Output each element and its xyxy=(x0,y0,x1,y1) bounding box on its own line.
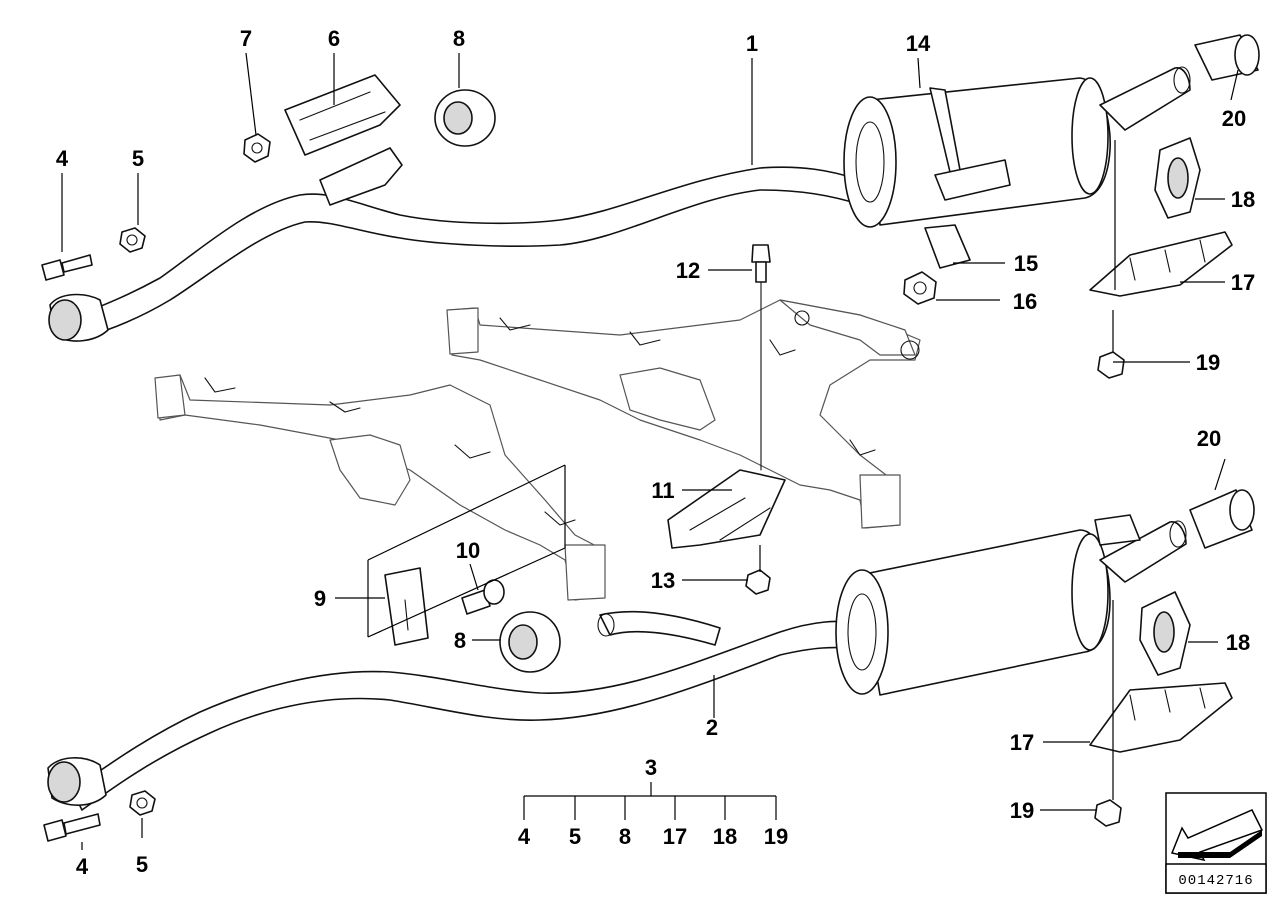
rear-axle-carrier-right xyxy=(446,299,921,529)
callout-8-set: 8 xyxy=(619,824,631,849)
callout-8-upper: 8 xyxy=(453,26,465,51)
bolt-upper xyxy=(41,254,93,281)
callout-20-lower: 20 xyxy=(1197,426,1221,451)
callout-20-upper: 20 xyxy=(1222,106,1246,131)
nut-lower xyxy=(129,790,156,816)
callout-5-lower: 5 xyxy=(136,852,148,877)
callout-10: 10 xyxy=(456,538,480,563)
rubber-ring-lower xyxy=(1139,591,1191,676)
nut-19-upper xyxy=(1097,351,1125,379)
rubber-mount-lower xyxy=(499,611,561,673)
rear-silencer-assembly-upper xyxy=(48,66,1191,342)
callout-2: 2 xyxy=(706,715,718,740)
support-plate xyxy=(384,567,429,646)
callout-17-lower: 17 xyxy=(1010,730,1034,755)
nut-19-lower xyxy=(1094,799,1122,827)
tail-sleeve-lower xyxy=(1189,489,1255,549)
callout-1: 1 xyxy=(746,31,758,56)
rear-axle-carrier-left xyxy=(154,374,606,601)
callout-19-set: 19 xyxy=(764,824,788,849)
callout-14: 14 xyxy=(906,31,931,56)
callout-17-upper: 17 xyxy=(1231,270,1255,295)
callout-7: 7 xyxy=(240,26,252,51)
callout-6: 6 xyxy=(328,26,340,51)
callout-18-set: 18 xyxy=(713,824,737,849)
callout-5-set: 5 xyxy=(569,824,581,849)
callout-19-upper: 19 xyxy=(1196,350,1220,375)
rubber-ring-upper xyxy=(1154,137,1201,219)
direction-arrow-icon xyxy=(1170,809,1264,862)
callout-5-upper: 5 xyxy=(132,146,144,171)
mount-bracket xyxy=(667,469,786,549)
bolt-10 xyxy=(461,579,505,615)
callout-labels: 7 6 8 1 14 20 4 5 18 12 15 17 16 19 20 1… xyxy=(56,26,1255,879)
hanger-bracket xyxy=(284,74,403,206)
callout-4-upper: 4 xyxy=(56,146,69,171)
callout-16: 16 xyxy=(1013,289,1037,314)
rubber-mount-upper xyxy=(434,89,496,147)
heat-shield-upper xyxy=(1089,231,1233,297)
catalog-number: 00142716 xyxy=(1178,873,1253,889)
callout-9: 9 xyxy=(314,586,326,611)
callout-13: 13 xyxy=(651,568,675,593)
callout-3: 3 xyxy=(645,755,657,780)
nut-16 xyxy=(903,271,937,305)
hex-bolt-12 xyxy=(751,244,771,471)
callout-4-set: 4 xyxy=(518,824,531,849)
callout-18-lower: 18 xyxy=(1226,630,1250,655)
callout-17-set: 17 xyxy=(663,824,687,849)
catalog-stamp: 00142716 xyxy=(1165,792,1267,894)
tail-sleeve-upper xyxy=(1194,34,1260,81)
rear-silencer-assembly-lower xyxy=(47,514,1187,811)
nut-upper xyxy=(119,227,146,253)
heat-shield-lower xyxy=(1089,682,1233,753)
callout-11: 11 xyxy=(651,478,674,503)
callout-4-lower: 4 xyxy=(76,854,89,879)
leader-lines xyxy=(61,52,1239,850)
callout-8-lower: 8 xyxy=(454,628,466,653)
nut-13 xyxy=(745,569,771,595)
callout-15: 15 xyxy=(1014,251,1038,276)
callout-19-lower: 19 xyxy=(1010,798,1034,823)
bolt-lower xyxy=(43,813,101,842)
callout-18-upper: 18 xyxy=(1231,187,1255,212)
callout-12: 12 xyxy=(676,258,700,283)
nut-7 xyxy=(243,133,271,163)
